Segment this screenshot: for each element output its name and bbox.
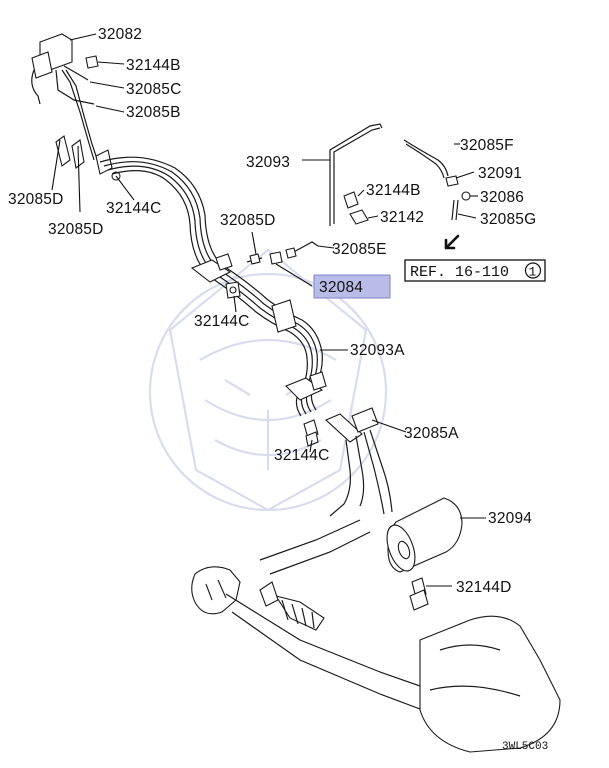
label-32085D-bottom[interactable]: 32085D	[48, 221, 104, 238]
arrow-down-left-icon	[444, 234, 460, 250]
label-32085G[interactable]: 32085G	[480, 211, 536, 228]
label-32085C[interactable]: 32085C	[126, 81, 182, 98]
label-32093[interactable]: 32093	[246, 154, 290, 171]
label-32142[interactable]: 32142	[380, 209, 424, 226]
label-32085F[interactable]: 32085F	[460, 137, 514, 154]
label-32144C-mid[interactable]: 32144C	[194, 313, 250, 330]
label-32144B-top[interactable]: 32144B	[126, 57, 181, 74]
reference-box[interactable]	[404, 259, 546, 282]
highlighted-part-box[interactable]	[313, 274, 391, 299]
label-32144B-mid[interactable]: 32144B	[366, 182, 421, 199]
rear-axle-housing	[191, 519, 561, 753]
label-32086[interactable]: 32086	[480, 189, 524, 206]
label-32091[interactable]: 32091	[478, 165, 522, 182]
reference-text: REF. 16-110	[410, 264, 509, 281]
reference-circle	[524, 262, 542, 279]
label-32085B[interactable]: 32085B	[126, 104, 181, 121]
label-32085D-left[interactable]: 32085D	[8, 191, 64, 208]
label-32085D-mid[interactable]: 32085D	[220, 212, 276, 229]
label-32094[interactable]: 32094	[488, 510, 532, 527]
label-32084[interactable]: 32084	[319, 279, 363, 296]
leader-lines	[51, 33, 486, 587]
reference-circle-number: 1	[529, 265, 537, 280]
label-32082[interactable]: 32082	[98, 26, 142, 43]
label-32093A[interactable]: 32093A	[350, 342, 405, 359]
part-labels: 32082 32144B 32085C 32085B 32085D 32144C…	[8, 26, 536, 596]
label-32144C-low[interactable]: 32144C	[274, 447, 330, 464]
reference-callout: REF. 16-110 1	[404, 234, 546, 282]
label-32085A[interactable]: 32085A	[404, 425, 459, 442]
drawing-code: 3WL5C03	[502, 741, 548, 753]
label-32085E[interactable]: 32085E	[332, 241, 387, 258]
label-32144C-top[interactable]: 32144C	[106, 200, 162, 217]
label-32144D[interactable]: 32144D	[456, 579, 512, 596]
pipe-assembly	[31, 33, 561, 753]
fuel-filter	[386, 497, 463, 573]
